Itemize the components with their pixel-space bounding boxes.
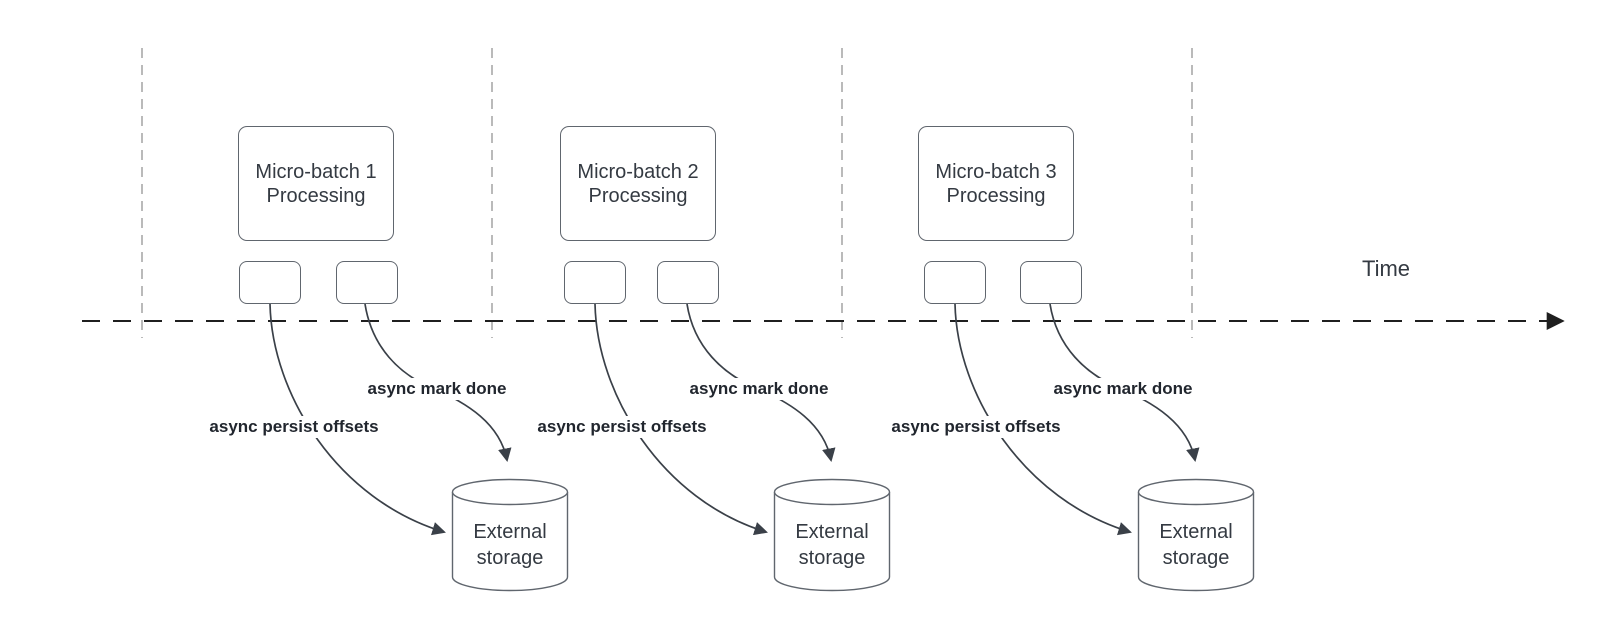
mark-done-source-box-3 [1020,261,1082,304]
persist-offsets-label-1: async persist offsets [206,416,382,438]
mark-done-label-2: async mark done [686,378,832,400]
persist-offsets-arrow-2 [594,303,768,536]
persist-source-box-2 [564,261,626,304]
storage-label: External storage [473,521,547,569]
external-storage-cylinder-1: External storage [451,478,569,592]
mark-done-label-3: async mark done [1050,378,1196,400]
cylinder-shape [1137,478,1255,592]
persist-offsets-arrow-1 [269,303,446,536]
external-storage-cylinder-2: External storage [773,478,891,592]
micro-batch-box-1: Micro-batch 1 Processing [238,126,394,241]
micro-batch-box-3: Micro-batch 3 Processing [918,126,1074,241]
storage-label: External storage [795,521,869,569]
mark-done-source-box-1 [336,261,398,304]
persist-source-box-3 [924,261,986,304]
external-storage-cylinder-3: External storage [1137,478,1255,592]
time-axis-label: Time [1361,256,1411,281]
persist-offsets-arrow-3 [954,303,1132,536]
persist-offsets-label-3: async persist offsets [888,416,1064,438]
cylinder-shape [451,478,569,592]
persist-source-box-1 [239,261,301,304]
storage-label: External storage [1159,521,1233,569]
micro-batch-box-2: Micro-batch 2 Processing [560,126,716,241]
persist-offsets-label-2: async persist offsets [534,416,710,438]
mark-done-label-1: async mark done [364,378,510,400]
cylinder-shape [773,478,891,592]
mark-done-source-box-2 [657,261,719,304]
